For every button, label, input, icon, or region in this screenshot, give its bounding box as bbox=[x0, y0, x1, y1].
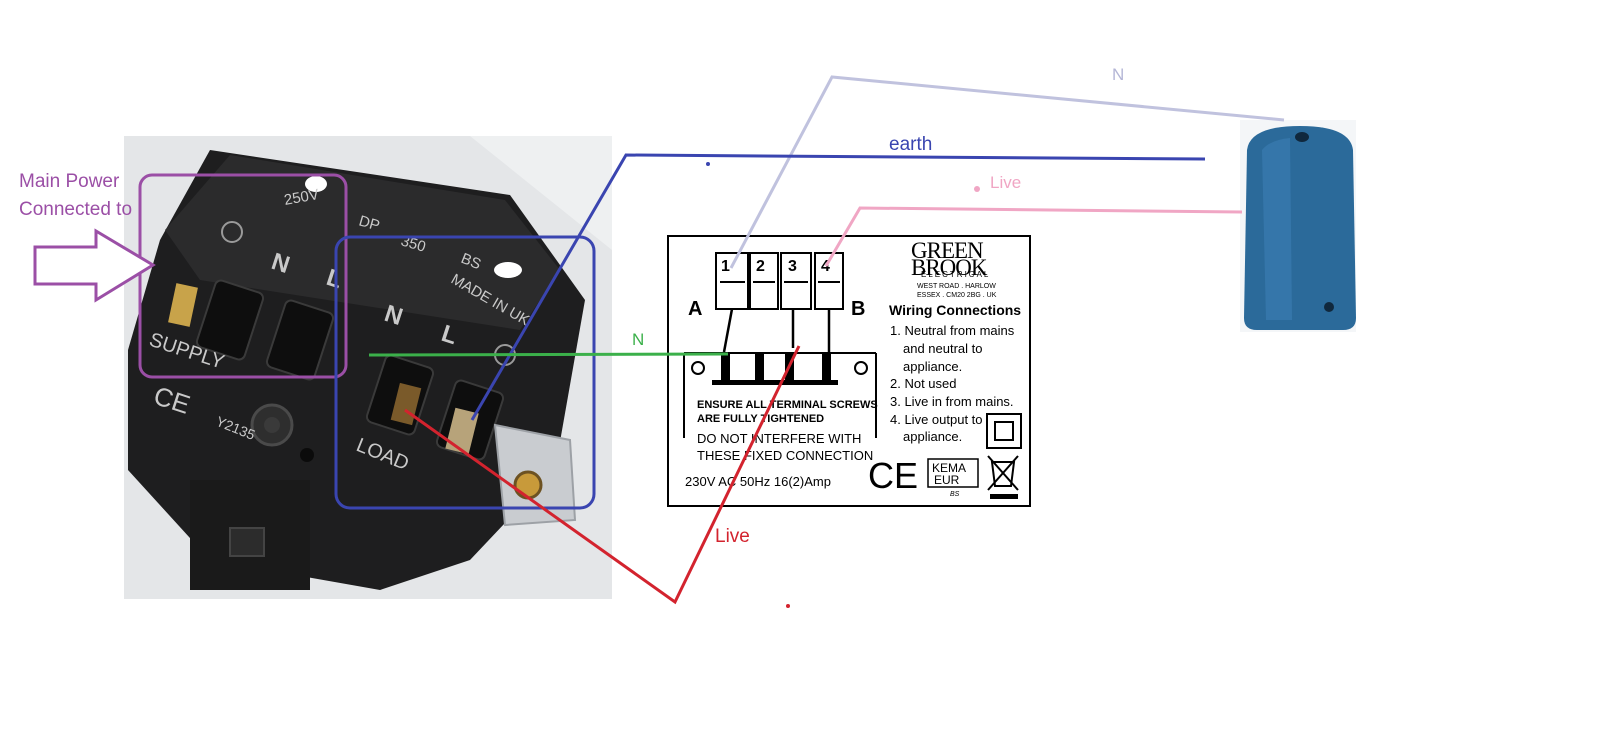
switch-photo: 250V DP 350 BS MADE IN UK SUPPLY LOAD Y2… bbox=[124, 136, 612, 599]
small-hole bbox=[300, 448, 314, 462]
lampholder-top-hole bbox=[1295, 132, 1309, 142]
mounting-hole bbox=[513, 470, 543, 500]
live-bottom-dot bbox=[786, 604, 790, 608]
wiring-item-4: 2. Not used bbox=[890, 376, 957, 391]
bottom-clip-inner bbox=[229, 527, 265, 557]
wiring-title: Wiring Connections bbox=[889, 302, 1021, 318]
warning-2-line-1: DO NOT INTERFERE WITH bbox=[697, 431, 861, 446]
wiring-item-5: 3. Live in from mains. bbox=[890, 394, 1014, 409]
label-plate: 1 2 3 4 A B GREEN BRO bbox=[667, 235, 1031, 507]
wire-neutral-top-label: N bbox=[1112, 65, 1124, 84]
weee-bin-icon bbox=[987, 455, 1019, 491]
side-b-label: B bbox=[851, 298, 865, 320]
wire-neutral-middle-label: N bbox=[632, 330, 644, 349]
redaction-1 bbox=[305, 176, 327, 192]
double-insulation-inner bbox=[994, 421, 1014, 441]
center-screw-head bbox=[264, 417, 280, 433]
main-power-arrow bbox=[33, 228, 156, 303]
main-power-label-2: Connected to bbox=[19, 199, 132, 220]
warning-1-line-2: ARE FULLY TIGHTENED bbox=[697, 413, 824, 425]
wire-live-bottom-label: Live bbox=[715, 526, 750, 547]
switch-bs: BS bbox=[459, 250, 484, 273]
address-line-1: WEST ROAD . HARLOW bbox=[917, 283, 996, 290]
lampholder-highlight bbox=[1262, 138, 1292, 320]
side-a-label: A bbox=[688, 298, 702, 320]
brand-line-1: GREEN bbox=[911, 238, 984, 263]
kema-line-2: EUR bbox=[934, 473, 960, 487]
wiring-item-2: and neutral to bbox=[903, 341, 983, 356]
earth-dot bbox=[706, 162, 710, 166]
kema-box bbox=[927, 458, 979, 488]
main-power-annotation: Main Power Connected to bbox=[19, 171, 348, 379]
wiring-item-1: 1. Neutral from mains bbox=[890, 323, 1015, 338]
wiring-item-7: appliance. bbox=[903, 429, 962, 444]
brand-line-2: BROOK bbox=[911, 255, 988, 280]
ce-mark: CE bbox=[868, 455, 918, 496]
load-highlight-box bbox=[334, 235, 596, 510]
wire-live-top: Live bbox=[824, 173, 1243, 267]
blue-lampholder bbox=[1240, 120, 1356, 332]
live-top-dot bbox=[974, 186, 980, 192]
contact-hole-left bbox=[691, 361, 705, 375]
switch-top-face bbox=[165, 155, 560, 330]
lampholder-body bbox=[1244, 126, 1356, 330]
wiring-item-3: appliance. bbox=[903, 359, 962, 374]
wire-live-bottom: Live bbox=[404, 345, 801, 608]
kema-line-1: KEMA bbox=[932, 461, 966, 475]
kema-line-3: BS bbox=[950, 491, 960, 498]
terminal-4-label: 4 bbox=[821, 258, 830, 275]
terminal-2-label: 2 bbox=[756, 258, 765, 275]
switch-rating: 250V bbox=[283, 186, 320, 209]
redaction-2 bbox=[494, 262, 522, 278]
terminal-3-label: 3 bbox=[788, 258, 797, 275]
switch-dp: DP bbox=[357, 213, 382, 235]
rating-text: 230V AC 50Hz 16(2)Amp bbox=[685, 474, 831, 489]
wiring-item-6: 4. Live output to bbox=[890, 412, 983, 427]
earth-symbol-1 bbox=[221, 221, 243, 243]
brass-terminal-2 bbox=[445, 407, 479, 455]
warning-1-line-1: ENSURE ALL TERMINAL SCREWS bbox=[697, 399, 878, 411]
brand-line-3: ELECTRICAL bbox=[921, 270, 990, 279]
warning-2-line-2: THESE FIXED CONNECTION bbox=[697, 448, 873, 463]
weee-bar bbox=[990, 494, 1018, 499]
contact-hole-right bbox=[854, 361, 868, 375]
wire-neutral-middle: N bbox=[368, 330, 729, 357]
double-insulation-outer bbox=[986, 413, 1022, 449]
main-power-label-1: Main Power bbox=[19, 171, 120, 192]
wire-neutral-top: N bbox=[729, 65, 1285, 269]
wire-earth-label: earth bbox=[889, 134, 932, 155]
terminal-1-label: 1 bbox=[721, 258, 730, 275]
address-line-2: ESSEX . CM20 2BG . UK bbox=[917, 292, 997, 299]
lampholder-side-hole bbox=[1324, 302, 1334, 312]
terminal-block bbox=[715, 252, 844, 310]
supply-highlight-box bbox=[138, 173, 348, 379]
wire-earth: earth bbox=[470, 134, 1206, 421]
brass-terminal-1 bbox=[168, 283, 198, 327]
wire-live-top-label: Live bbox=[990, 173, 1021, 192]
